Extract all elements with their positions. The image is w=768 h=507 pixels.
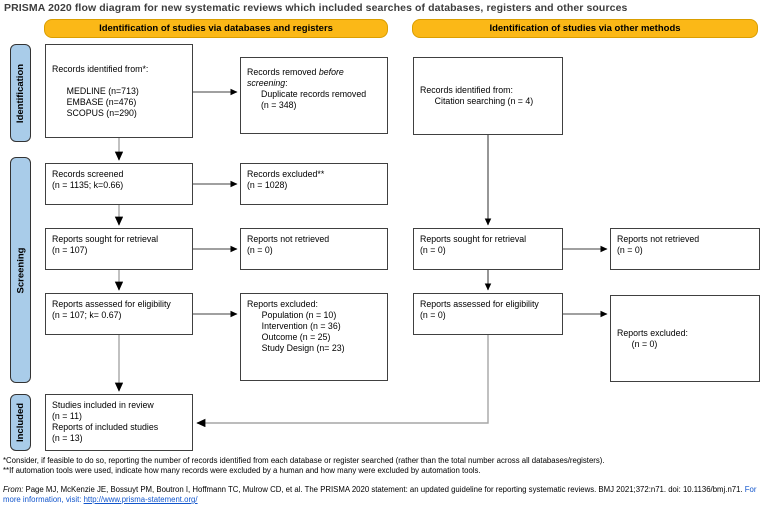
- box-reports-sought-databases: Reports sought for retrieval(n = 107): [45, 228, 193, 270]
- stage-screening: Screening: [10, 157, 31, 383]
- stage-screening-label: Screening: [15, 247, 26, 293]
- stage-included-label: Included: [15, 402, 26, 443]
- citation: From: Page MJ, McKenzie JE, Bossuyt PM, …: [3, 485, 765, 505]
- box-reports-excluded-other: Reports excluded: (n = 0): [610, 295, 760, 382]
- citation-body: Page MJ, McKenzie JE, Bossuyt PM, Boutro…: [23, 485, 745, 494]
- box-reports-assessed-databases: Reports assessed for eligibility(n = 107…: [45, 293, 193, 335]
- stage-identification: Identification: [10, 44, 31, 142]
- header-band-databases-label: Identification of studies via databases …: [99, 23, 333, 34]
- footnote-double-asterisk: **If automation tools were used, indicat…: [3, 466, 481, 475]
- box-reports-sought-other: Reports sought for retrieval(n = 0): [413, 228, 563, 270]
- box-reports-not-retrieved-databases: Reports not retrieved(n = 0): [240, 228, 388, 270]
- prisma-statement-link[interactable]: http://www.prisma-statement.org/: [83, 495, 198, 504]
- box-records-screened: Records screened(n = 1135; k=0.66): [45, 163, 193, 205]
- records-removed-details: Duplicate records removed(n = 348): [261, 89, 367, 110]
- footnotes: *Consider, if feasible to do so, reporti…: [3, 456, 767, 476]
- box-reports-assessed-other: Reports assessed for eligibility(n = 0): [413, 293, 563, 335]
- box-reports-not-retrieved-other: Reports not retrieved(n = 0): [610, 228, 760, 270]
- records-removed-heading: Records removed before screening:: [247, 67, 347, 88]
- footnote-asterisk: *Consider, if feasible to do so, reporti…: [3, 456, 605, 465]
- box-included-studies: Studies included in review(n = 11)Report…: [45, 394, 193, 451]
- box-records-removed-before-screening: Records removed before screening: Duplic…: [240, 57, 388, 134]
- box-records-excluded: Records excluded**(n = 1028): [240, 163, 388, 205]
- box-records-identified-other: Records identified from: Citation search…: [413, 57, 563, 135]
- stage-identification-label: Identification: [15, 63, 26, 123]
- box-reports-excluded-databases: Reports excluded: Population (n = 10) In…: [240, 293, 388, 381]
- header-band-other-methods-label: Identification of studies via other meth…: [489, 23, 681, 34]
- citation-more-info: For more information, visit:: [3, 485, 757, 504]
- stage-included: Included: [10, 394, 31, 451]
- box-records-identified-databases: Records identified from*: MEDLINE (n=713…: [45, 44, 193, 138]
- header-band-databases: Identification of studies via databases …: [44, 19, 388, 38]
- citation-from-label: From:: [3, 485, 24, 494]
- page-title: PRISMA 2020 flow diagram for new systema…: [4, 2, 628, 14]
- header-band-other-methods: Identification of studies via other meth…: [412, 19, 758, 38]
